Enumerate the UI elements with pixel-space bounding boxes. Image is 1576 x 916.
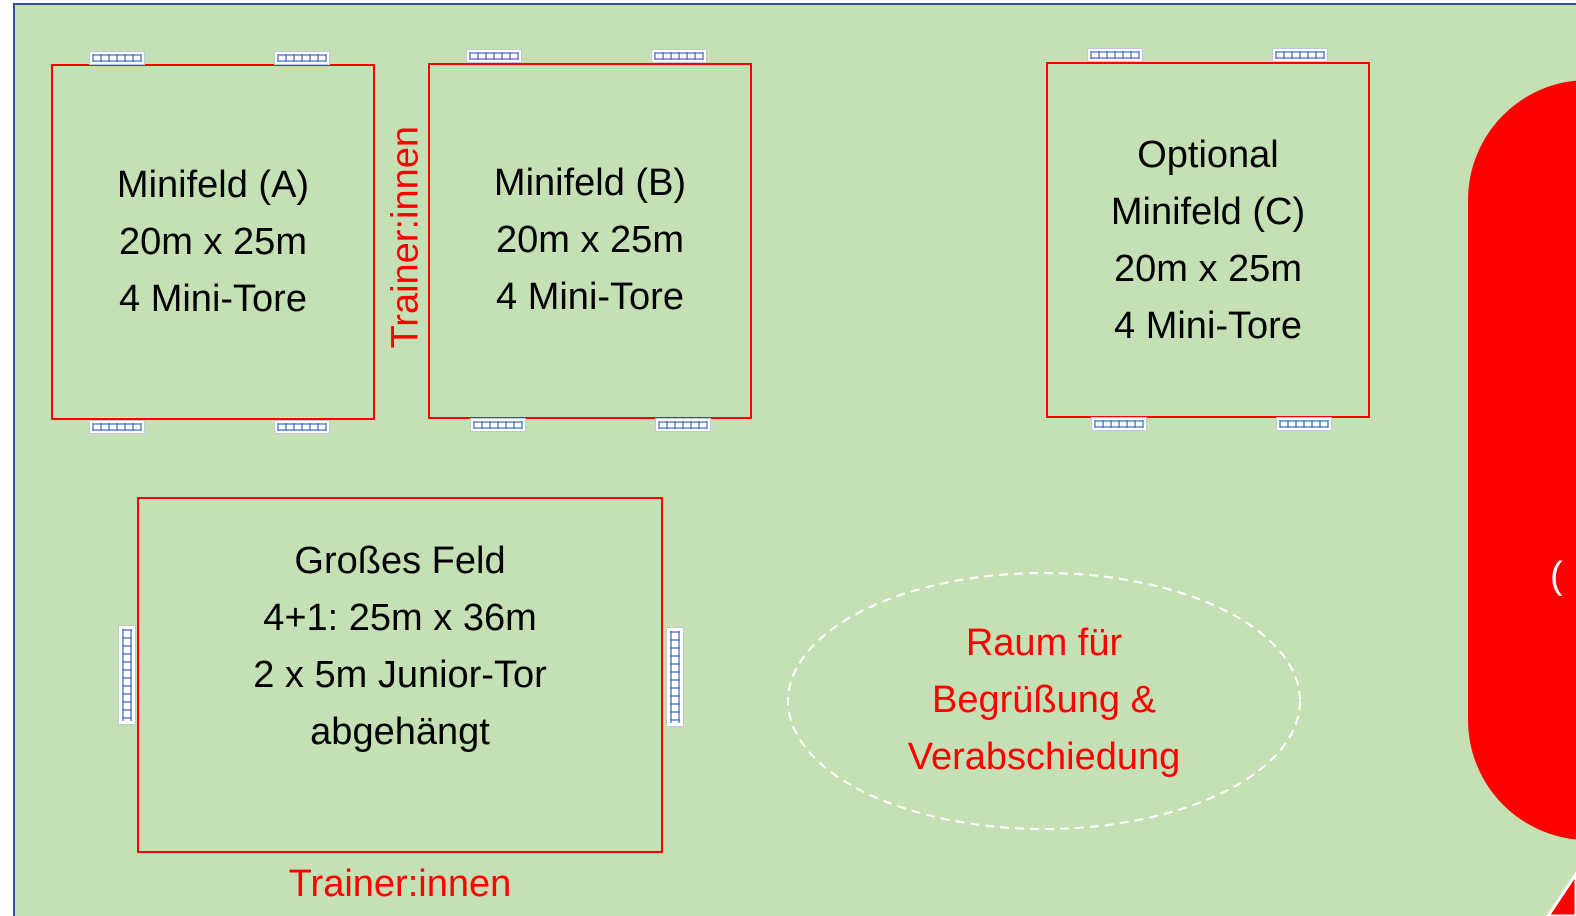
trainer-label-bottom-text: Trainer:innen bbox=[288, 863, 512, 905]
goal-net-graphic bbox=[92, 423, 142, 431]
side-zone-lower-edge bbox=[1546, 871, 1576, 916]
trainer-label-vertical-text: Trainer:innen bbox=[384, 126, 427, 349]
greeting-area-ellipse bbox=[787, 572, 1301, 830]
big-field-line-1: Großes Feld bbox=[294, 540, 506, 582]
mini-goal-icon bbox=[655, 418, 711, 432]
goal-net-graphic bbox=[1090, 51, 1140, 59]
big-field-line-4: abgehängt bbox=[310, 711, 490, 753]
mini-goal-icon bbox=[89, 51, 145, 65]
minifield-a-label: Minifeld (A) 20m x 25m 4 Mini-Tore bbox=[51, 157, 375, 328]
minifield-a-line-3: 4 Mini-Tore bbox=[119, 278, 307, 320]
minifield-b-line-3: 4 Mini-Tore bbox=[496, 276, 684, 318]
mini-goal-icon bbox=[466, 49, 522, 63]
goal-net-graphic bbox=[92, 54, 142, 62]
goal-net-graphic bbox=[654, 52, 704, 60]
minifield-a-line-2: 20m x 25m bbox=[119, 221, 307, 263]
mini-goal-icon bbox=[274, 51, 330, 65]
big-field-label: Großes Feld 4+1: 25m x 36m 2 x 5m Junior… bbox=[137, 533, 663, 761]
mini-goal-icon bbox=[89, 420, 145, 434]
mini-goal-icon bbox=[651, 49, 707, 63]
minifield-b bbox=[428, 63, 752, 419]
side-zone-partial-text: ( bbox=[1550, 555, 1563, 597]
minifield-c-label: Optional Minifeld (C) 20m x 25m 4 Mini-T… bbox=[1046, 127, 1370, 355]
goal-net-graphic bbox=[1275, 51, 1325, 59]
goal-net-graphic bbox=[469, 52, 519, 60]
trainer-label-bottom: Trainer:innen bbox=[137, 856, 663, 913]
minifield-c-line-1: Optional bbox=[1137, 134, 1279, 176]
greeting-area-label: Raum für Begrüßung & Verabschiedung bbox=[786, 615, 1302, 786]
minifield-a bbox=[51, 64, 375, 420]
minifield-c-line-4: 4 Mini-Tore bbox=[1114, 305, 1302, 347]
minifield-c-line-2: Minifeld (C) bbox=[1110, 191, 1306, 233]
mini-goal-icon bbox=[1087, 48, 1143, 62]
minifield-b-label: Minifeld (B) 20m x 25m 4 Mini-Tore bbox=[428, 155, 752, 326]
mini-goal-icon bbox=[470, 418, 526, 432]
minifield-c bbox=[1046, 62, 1370, 418]
goal-net-graphic bbox=[277, 54, 327, 62]
goal-net-graphic bbox=[658, 421, 708, 429]
minifield-b-line-2: 20m x 25m bbox=[496, 219, 684, 261]
goal-net-graphic bbox=[473, 421, 523, 429]
minifield-c-line-3: 20m x 25m bbox=[1114, 248, 1302, 290]
mini-goal-icon bbox=[1272, 48, 1328, 62]
goal-net-graphic bbox=[122, 629, 132, 721]
minifield-a-line-1: Minifeld (A) bbox=[116, 164, 310, 206]
junior-goal-icon bbox=[666, 627, 684, 727]
trainer-label-vertical: Trainer:innen bbox=[378, 126, 435, 349]
goal-net-graphic bbox=[670, 631, 680, 723]
goal-net-graphic bbox=[1279, 420, 1329, 428]
mini-goal-icon bbox=[1276, 417, 1332, 431]
big-field bbox=[137, 497, 663, 853]
side-zone bbox=[1468, 80, 1576, 840]
big-field-line-3: 2 x 5m Junior-Tor bbox=[253, 654, 547, 696]
big-field-line-2: 4+1: 25m x 36m bbox=[263, 597, 537, 639]
goal-net-graphic bbox=[1094, 420, 1144, 428]
minifield-b-line-1: Minifeld (B) bbox=[493, 162, 687, 204]
mini-goal-icon bbox=[1091, 417, 1147, 431]
greeting-line-1: Raum für bbox=[965, 622, 1123, 664]
greeting-line-3: Verabschiedung bbox=[907, 736, 1181, 778]
greeting-line-2: Begrüßung & bbox=[932, 679, 1156, 721]
junior-goal-icon bbox=[118, 625, 136, 725]
pitch-background bbox=[13, 3, 1576, 916]
goal-net-graphic bbox=[277, 423, 327, 431]
mini-goal-icon bbox=[274, 420, 330, 434]
